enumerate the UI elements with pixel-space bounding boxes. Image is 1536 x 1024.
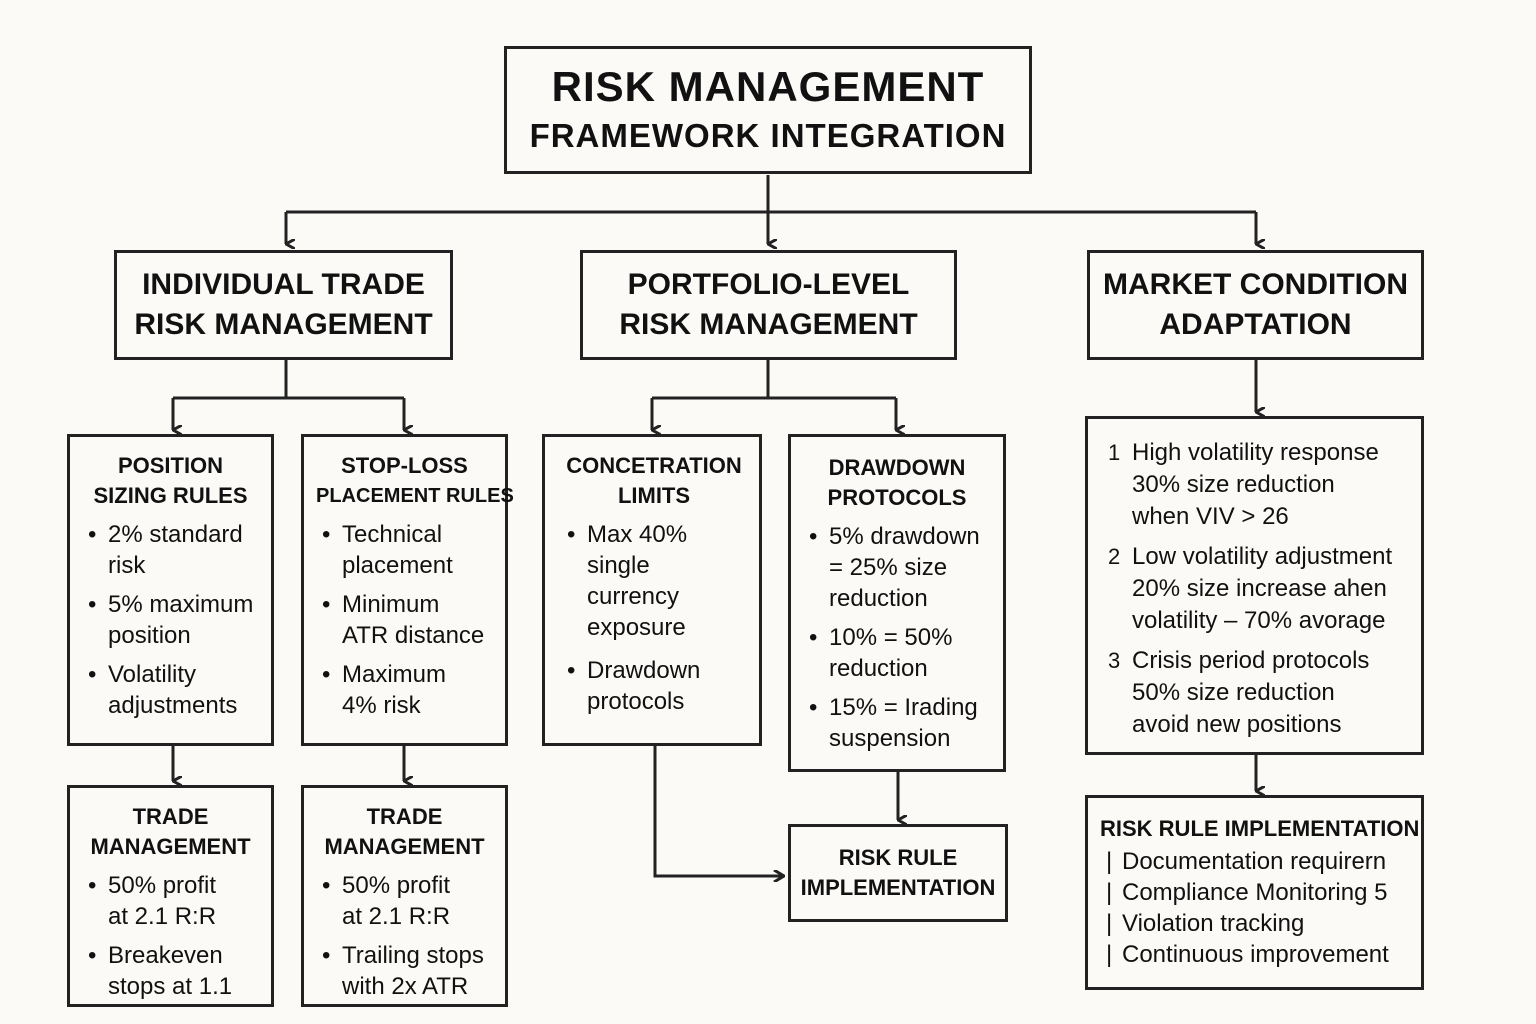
- portfolio-level-risk-box: PORTFOLIO-LEVEL RISK MANAGEMENT: [580, 250, 957, 360]
- concentration-limits-list: Max 40% single currency exposure Drawdow…: [561, 519, 747, 717]
- drawdown-protocols-list: 5% drawdown = 25% size reduction 10% = 5…: [803, 521, 991, 754]
- title-line-1: RISK MANAGEMENT: [551, 63, 985, 110]
- item-marker: 3: [1108, 648, 1121, 673]
- list-item: |Violation tracking: [1106, 910, 1305, 937]
- trade-management-title-1: TRADE MANAGEMENT: [90, 804, 251, 859]
- position-sizing-title: POSITION SIZING RULES: [93, 453, 248, 508]
- arrow-to-risk-impl-center-from-concentration: [653, 746, 784, 876]
- list-item: Drawdown protocols: [561, 655, 747, 717]
- list-item: |Compliance Monitoring 5: [1106, 879, 1388, 906]
- list-item: |Documentation requirern: [1106, 848, 1387, 875]
- drawdown-protocols-title: DRAWDOWN PROTOCOLS: [827, 455, 967, 510]
- item-marker: 2: [1108, 544, 1121, 569]
- portfolio-line-1: PORTFOLIO-LEVEL: [627, 268, 910, 301]
- individual-trade-risk-box: INDIVIDUAL TRADE RISK MANAGEMENT: [114, 250, 453, 360]
- market-adaptation-list-box: 1 High volatility response 30% size redu…: [1085, 416, 1424, 755]
- list-item: 10% = 50% reduction: [803, 622, 991, 684]
- market-line-2: ADAPTATION: [1159, 308, 1352, 341]
- concentration-limits-title: CONCETRATION LIMITS: [566, 453, 742, 508]
- risk-impl-center-line-1: RISK RULE: [838, 845, 958, 870]
- market-line-1: MARKET CONDITION: [1103, 268, 1408, 301]
- individual-line-1: INDIVIDUAL TRADE: [142, 268, 425, 301]
- risk-rule-implementation-center-box: RISK RULE IMPLEMENTATION: [788, 824, 1008, 922]
- risk-impl-right-title: RISK RULE IMPLEMENTATION: [1100, 816, 1420, 841]
- trade-management-title-2: TRADE MANAGEMENT: [324, 804, 485, 859]
- list-item: 5% drawdown = 25% size reduction: [803, 521, 991, 614]
- title-box: RISK MANAGEMENT FRAMEWORK INTEGRATION: [504, 46, 1032, 174]
- stop-loss-title: STOP-LOSS PLACEMENT RULES: [316, 453, 514, 507]
- market-condition-box: MARKET CONDITION ADAPTATION: [1087, 250, 1424, 360]
- portfolio-line-2: RISK MANAGEMENT: [619, 308, 918, 341]
- list-item: |Continuous improvement: [1106, 941, 1389, 968]
- list-item: 15% = Irading suspension: [803, 692, 991, 754]
- item-marker: 1: [1108, 440, 1121, 465]
- list-item: Max 40% single currency exposure: [561, 519, 747, 643]
- list-item: 3 Crisis period protocols 50% size reduc…: [1108, 647, 1370, 738]
- drawdown-protocols-box: DRAWDOWN PROTOCOLS 5% drawdown = 25% siz…: [788, 434, 1006, 772]
- individual-line-2: RISK MANAGEMENT: [134, 308, 433, 341]
- risk-impl-center-line-2: IMPLEMENTATION: [800, 875, 996, 900]
- list-item: 1 High volatility response 30% size redu…: [1108, 439, 1379, 530]
- concentration-limits-box: CONCETRATION LIMITS Max 40% single curre…: [542, 434, 762, 746]
- stop-loss-box: STOP-LOSS PLACEMENT RULES Technicalplace…: [301, 434, 514, 746]
- list-item: 2 Low volatility adjustment 20% size inc…: [1108, 543, 1393, 634]
- risk-rule-implementation-right-box: RISK RULE IMPLEMENTATION |Documentation …: [1085, 795, 1424, 990]
- title-line-2: FRAMEWORK INTEGRATION: [529, 117, 1007, 154]
